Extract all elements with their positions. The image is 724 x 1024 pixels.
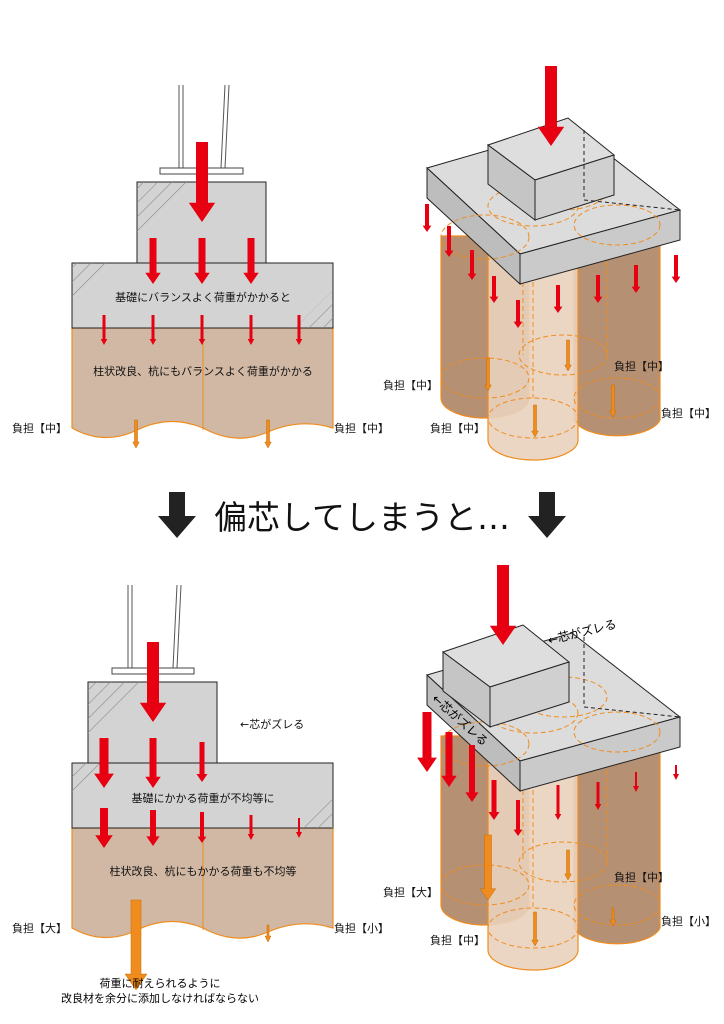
- load-arrows: [94, 66, 681, 991]
- ground-text: 柱状改良、杭にもバランスよく荷重がかかる: [93, 365, 313, 378]
- reaction-arrow: [531, 911, 539, 947]
- reaction-arrow: [609, 907, 617, 927]
- load-arrow: [489, 276, 499, 303]
- load-arrow: [100, 315, 108, 345]
- reaction-arrow: [479, 834, 497, 901]
- load-arrow: [188, 142, 216, 222]
- load-arrow: [513, 300, 523, 328]
- down-arrow-icon: [157, 492, 196, 538]
- load-arrow: [673, 765, 679, 780]
- reaction-arrow: [609, 384, 617, 418]
- bottom-right-diagram: [426, 624, 682, 971]
- top-right-diagram: [426, 117, 682, 461]
- load-arrow: [247, 315, 255, 345]
- load-arrow: [441, 732, 457, 787]
- reaction-arrow: [264, 924, 272, 943]
- load-arrow: [145, 738, 161, 788]
- load-arrow: [444, 226, 454, 257]
- load-label-left: 負担【中】: [12, 422, 67, 435]
- load-arrow: [465, 745, 479, 802]
- load-arrow: [247, 815, 255, 840]
- reaction-arrow: [484, 357, 492, 392]
- load-arrow: [553, 285, 563, 313]
- slab-side: [519, 209, 681, 285]
- load-arrow: [537, 66, 565, 146]
- load-arrow: [467, 250, 477, 280]
- load-label-back-left: 負担【中】: [383, 379, 438, 392]
- load-arrow: [95, 808, 113, 848]
- load-arrow: [146, 810, 160, 846]
- ground-text: 柱状改良、杭にもかかる荷重も不均等: [109, 865, 297, 878]
- load-arrow: [422, 204, 432, 232]
- load-arrow: [593, 275, 603, 303]
- load-label-front-right: 負担【小】: [661, 915, 716, 928]
- load-arrow: [197, 812, 207, 843]
- load-label-right: 負担【小】: [334, 922, 389, 935]
- reaction-arrow: [132, 419, 140, 449]
- load-arrow: [194, 238, 210, 284]
- load-label-back-right: 負担【中】: [614, 871, 669, 884]
- load-label-left: 負担【大】: [12, 922, 67, 935]
- load-arrow: [489, 565, 517, 645]
- load-arrow: [139, 642, 167, 722]
- load-arrow: [554, 785, 562, 820]
- load-arrow: [196, 742, 208, 782]
- load-arrow: [513, 800, 523, 836]
- load-arrow: [633, 772, 639, 792]
- load-arrow: [295, 315, 303, 345]
- load-arrow: [243, 238, 259, 284]
- load-arrow: [198, 315, 206, 345]
- load-arrow: [417, 712, 437, 772]
- load-label-right: 負担【中】: [334, 422, 389, 435]
- reaction-arrow: [531, 404, 539, 438]
- foundation-text: 基礎にかかる荷重が不均等に: [131, 792, 275, 805]
- load-arrow: [488, 780, 500, 820]
- load-arrow: [671, 255, 681, 283]
- reaction-arrow: [124, 899, 148, 991]
- additive-note: 荷重に耐えられるように 改良材を余分に添加しなければならない: [61, 976, 259, 1006]
- down-arrow-icon: [528, 492, 566, 538]
- load-label-front-left: 負担【中】: [430, 422, 485, 435]
- note-line-1: 荷重に耐えられるように: [99, 977, 221, 990]
- header-text: 偏芯してしまうと…: [213, 498, 510, 537]
- offset-note: ←芯がズレる: [240, 718, 305, 731]
- note-line-2: 改良材を余分に添加しなければならない: [61, 992, 259, 1005]
- foundation-text: 基礎にバランスよく荷重がかかると: [115, 291, 291, 304]
- reaction-arrow: [264, 419, 272, 449]
- load-arrow: [631, 265, 641, 293]
- load-label-back-left: 負担【大】: [383, 886, 438, 899]
- load-label-back-right: 負担【中】: [614, 360, 669, 373]
- reaction-arrow: [564, 849, 572, 881]
- load-label-front-right: 負担【中】: [661, 407, 716, 420]
- load-arrow: [94, 738, 114, 788]
- reaction-arrow: [564, 339, 572, 372]
- load-label-front-left: 負担【中】: [430, 934, 485, 947]
- section-header: 偏芯してしまうと…: [0, 488, 724, 542]
- load-arrow: [149, 315, 157, 345]
- load-arrow: [145, 238, 161, 284]
- load-arrow: [594, 782, 602, 810]
- load-arrow: [296, 818, 302, 838]
